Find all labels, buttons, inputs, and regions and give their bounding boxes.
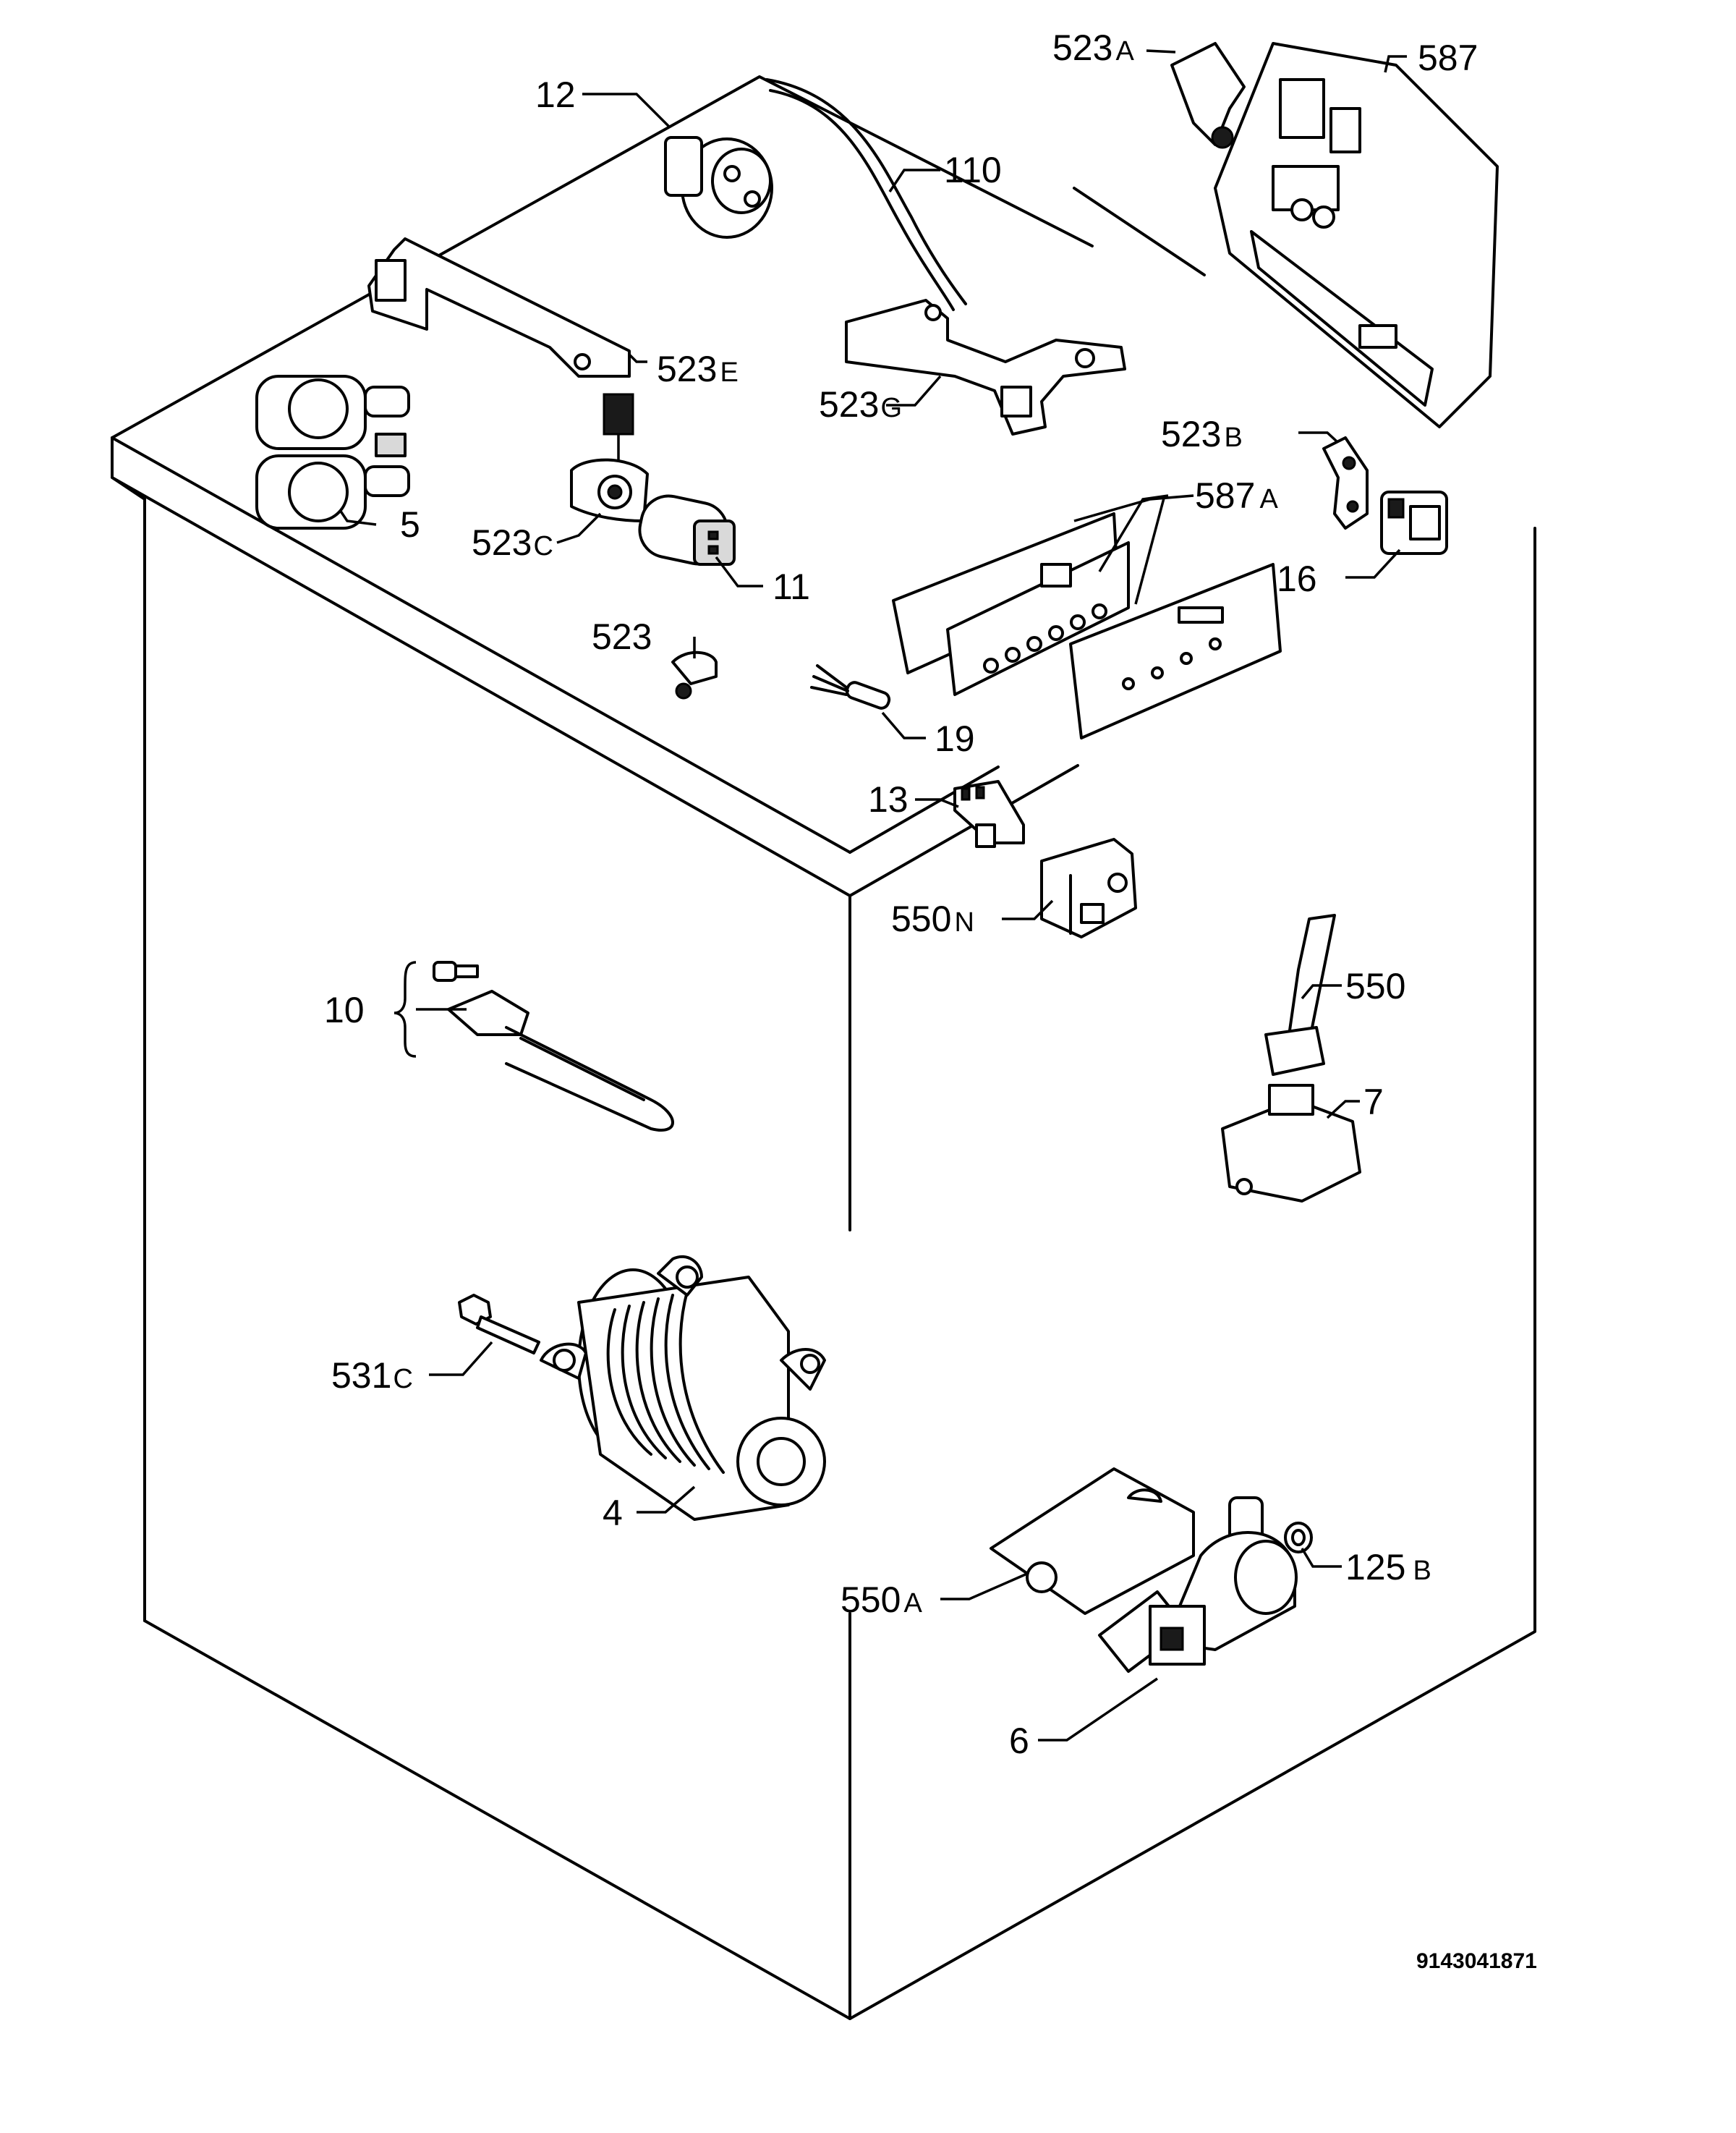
cabinet-outline	[111, 75, 1536, 2020]
part-terminal-block	[953, 780, 1025, 848]
part-motor	[540, 1255, 826, 1521]
callout-4: 4	[603, 1493, 623, 1533]
part-switch	[1380, 491, 1448, 555]
part-bracket-b	[1322, 436, 1369, 530]
callout-523c: 523C	[472, 522, 553, 563]
callout-587: 587	[1418, 38, 1478, 78]
callout-10: 10	[324, 990, 365, 1030]
callout-110: 110	[944, 150, 1002, 190]
leader-lines	[339, 49, 1407, 1742]
part-cover-a	[990, 1467, 1195, 1615]
motor-windings	[606, 1290, 725, 1474]
callout-5: 5	[400, 504, 420, 545]
part-door-lock	[1221, 914, 1361, 1203]
part-electronic-module	[1170, 42, 1499, 428]
callout-523g: 523G	[819, 384, 902, 425]
part-bolt	[458, 1294, 540, 1354]
part-sensor	[810, 664, 891, 710]
part-clip	[671, 637, 718, 700]
part-tube	[765, 78, 967, 311]
callout-19: 19	[935, 718, 975, 759]
callout-6: 6	[1009, 1721, 1029, 1761]
callout-523: 523	[592, 616, 652, 657]
callout-12: 12	[535, 75, 576, 115]
callout-16: 16	[1277, 559, 1317, 599]
part-inlet-valve	[255, 375, 410, 530]
callout-13: 13	[868, 779, 909, 820]
part-cover-n	[1040, 838, 1137, 938]
document-number: 9143041871	[1416, 1949, 1537, 1973]
callout-531c: 531C	[331, 1355, 413, 1396]
part-drain-pump	[1098, 1496, 1313, 1673]
part-bracket-e	[367, 237, 631, 378]
callout-550: 550	[1345, 966, 1405, 1006]
part-control-boards	[892, 512, 1282, 739]
part-heating-element	[433, 961, 674, 1132]
board-components	[983, 563, 1224, 690]
callout-7: 7	[1363, 1082, 1384, 1122]
part-bracket-g	[845, 299, 1126, 436]
callout-11: 11	[773, 567, 810, 607]
part-suppressor-filter	[638, 494, 736, 566]
part-selector-knob	[664, 136, 773, 239]
part-connector-c	[570, 393, 649, 522]
